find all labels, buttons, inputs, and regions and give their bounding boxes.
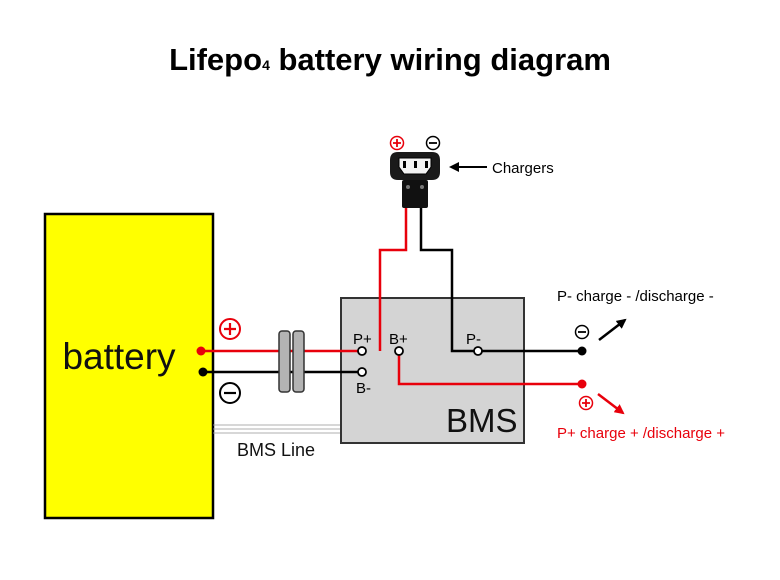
- output-plus-symbol: [578, 395, 594, 411]
- title-main: Lifepo: [169, 42, 263, 77]
- bms-p-minus-terminal: [473, 346, 483, 356]
- output-positive-arrow: [597, 393, 625, 415]
- title-rest: battery wiring diagram: [269, 42, 611, 77]
- charger-plus-symbol: [389, 135, 405, 151]
- output-negative-arrow: [598, 318, 627, 341]
- bms-line-label: BMS Line: [237, 440, 315, 460]
- output-negative-label: P- charge - /discharge -: [557, 288, 714, 305]
- battery-positive-terminal: [196, 346, 206, 356]
- charger-socket-icon: [390, 152, 440, 208]
- charger-positive-wire: [378, 208, 408, 351]
- bms-p-plus-label: P+: [353, 331, 372, 348]
- output-positive-label: P+ charge + /discharge +: [557, 425, 725, 442]
- bms-b-minus-terminal: [357, 367, 367, 377]
- output-positive-terminal: [577, 379, 587, 389]
- bms-b-plus-label: B+: [389, 331, 408, 348]
- b-plus-output-wire: [397, 351, 582, 386]
- charger-negative-wire: [419, 208, 478, 353]
- diagram-title: Lifepo4 battery wiring diagram: [0, 42, 780, 78]
- bms-line-strip: [213, 423, 341, 435]
- bms-p-minus-label: P-: [466, 331, 481, 348]
- battery-body: [43, 212, 215, 520]
- output-negative-terminal: [577, 346, 587, 356]
- battery-plus-symbol: [219, 318, 241, 340]
- battery-minus-symbol: [219, 382, 241, 404]
- bms-box: [340, 297, 525, 444]
- connector-left-pill: [278, 330, 291, 393]
- connector-right-pill: [292, 330, 305, 393]
- bms-label: BMS: [446, 402, 518, 439]
- battery-label: battery: [62, 336, 176, 377]
- bms-b-plus-terminal: [394, 346, 404, 356]
- bms-p-plus-terminal: [357, 346, 367, 356]
- output-minus-symbol: [574, 324, 590, 340]
- charger-minus-symbol: [425, 135, 441, 151]
- bms-b-minus-label: B-: [356, 380, 371, 397]
- battery-negative-terminal: [198, 367, 208, 377]
- chargers-label: Chargers: [492, 160, 554, 177]
- title-subscript: 4: [262, 57, 270, 73]
